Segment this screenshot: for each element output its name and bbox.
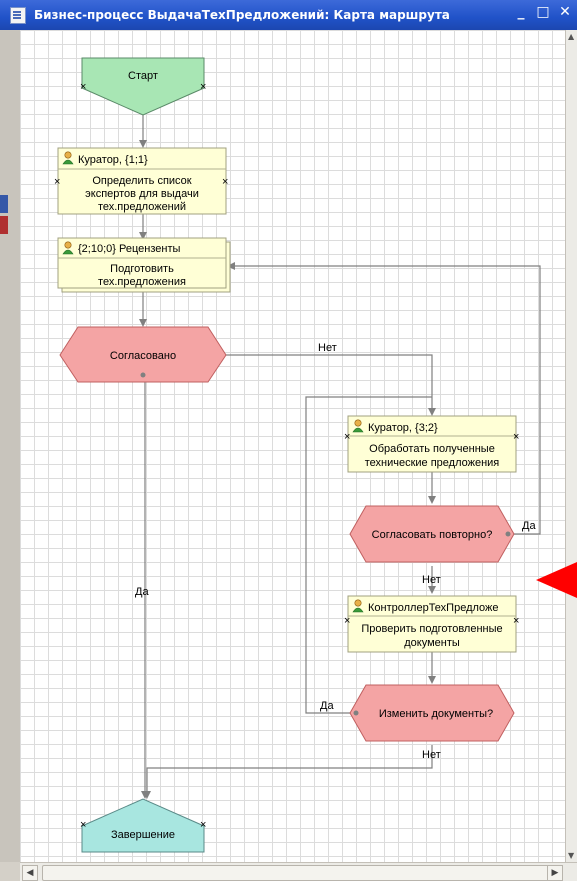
connection-point: ×: [513, 615, 519, 627]
connection-point: ×: [222, 176, 228, 188]
connection-point: [140, 372, 146, 378]
task-1-header: Куратор, {1;1}: [78, 154, 148, 166]
task-1-line-1: Определить список: [92, 175, 191, 187]
background-window-tab: [0, 216, 8, 234]
window-title: Бизнес-процесс ВыдачаТехПредложений: Кар…: [34, 8, 450, 22]
edge-label-cond1-no: Нет: [318, 342, 337, 354]
connection-point: [353, 710, 359, 716]
task-3-header: Куратор, {3;2}: [368, 422, 438, 434]
minimize-button[interactable]: _: [517, 4, 525, 20]
edge-cond3-no: [143, 745, 433, 799]
connection-point: ×: [80, 819, 86, 831]
background-window-strip: [0, 30, 20, 862]
red-pointer-arrow-icon: [536, 562, 577, 598]
start-node[interactable]: Старт × ×: [80, 57, 206, 116]
condition-3-label: Изменить документы?: [379, 708, 493, 720]
task-3-line-1: Обработать полученные: [369, 443, 495, 455]
end-label: Завершение: [111, 829, 175, 841]
task-node-1[interactable]: Куратор, {1;1} Определить список эксперт…: [54, 147, 228, 215]
end-node[interactable]: Завершение × ×: [80, 798, 206, 853]
edge-label-cond2-yes: Да: [522, 520, 536, 532]
horizontal-scrollbar[interactable]: ◀ ▶: [20, 862, 577, 881]
connection-point: ×: [200, 819, 206, 831]
close-button[interactable]: ✕: [559, 4, 571, 20]
connection-point: ×: [80, 81, 86, 93]
edge-label-cond1-yes: Да: [135, 586, 149, 598]
task-4-line-1: Проверить подготовленные: [361, 623, 502, 635]
condition-node-2[interactable]: Согласовать повторно?: [349, 505, 515, 563]
task-node-3[interactable]: Куратор, {3;2} Обработать полученные тех…: [344, 415, 519, 473]
connectors: [139, 115, 541, 799]
background-window-tab: [0, 195, 8, 213]
vertical-scrollbar[interactable]: ▲ ▼: [565, 30, 577, 862]
start-label: Старт: [128, 70, 158, 82]
window-title-bar[interactable]: Бизнес-процесс ВыдачаТехПредложений: Кар…: [0, 0, 577, 30]
connection-point: ×: [344, 431, 350, 443]
connection-point: ×: [200, 81, 206, 93]
connection-point: ×: [344, 615, 350, 627]
task-4-header: КонтроллерТехПредложе: [368, 602, 499, 614]
scroll-down-icon[interactable]: ▼: [568, 851, 575, 860]
connection-point: [505, 531, 511, 537]
condition-2-label: Согласовать повторно?: [372, 529, 493, 541]
task-2-line-2: тех.предложения: [98, 276, 186, 288]
task-2-header: {2;10;0} Рецензенты: [78, 243, 180, 255]
edge-label-cond3-no: Нет: [422, 749, 441, 761]
task-node-4[interactable]: КонтроллерТехПредложе Проверить подготов…: [344, 595, 519, 653]
scroll-left-icon[interactable]: ◀: [22, 865, 38, 881]
edge-cond2-yes: [227, 262, 541, 535]
condition-node-1[interactable]: Согласовано: [59, 326, 227, 383]
task-1-line-3: тех.предложений: [98, 201, 186, 213]
connection-point: ×: [54, 176, 60, 188]
edge-cond1-no: [225, 354, 436, 416]
task-2-line-1: Подготовить: [110, 263, 174, 275]
maximize-button[interactable]: □: [536, 4, 550, 20]
task-4-line-2: документы: [404, 637, 460, 649]
condition-1-label: Согласовано: [110, 350, 176, 362]
app-icon: [10, 6, 26, 24]
edge-label-cond3-yes: Да: [320, 700, 334, 712]
scroll-up-icon[interactable]: ▲: [568, 32, 575, 41]
task-1-line-2: экспертов для выдачи: [85, 188, 199, 200]
edge-cond3-yes: [305, 396, 432, 714]
task-node-2[interactable]: {2;10;0} Рецензенты Подготовить тех.пред…: [57, 237, 231, 293]
task-3-line-2: технические предложения: [365, 457, 500, 469]
edge-label-cond2-no: Нет: [422, 574, 441, 586]
connection-point: ×: [513, 431, 519, 443]
condition-node-3[interactable]: Изменить документы?: [349, 684, 515, 742]
